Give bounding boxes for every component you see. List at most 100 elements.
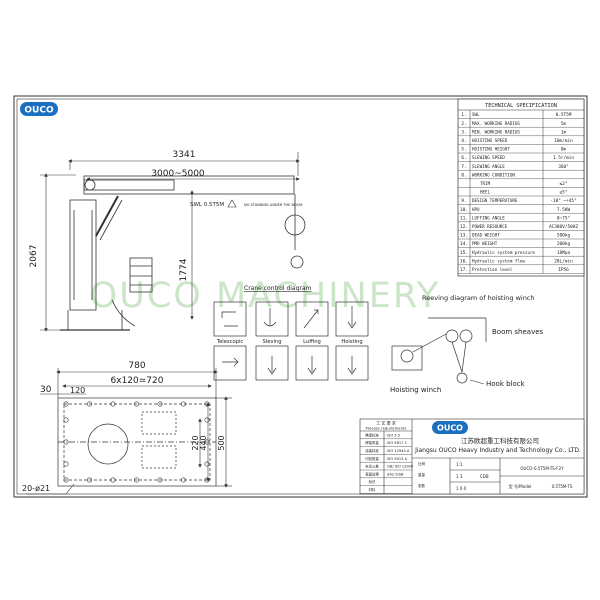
luffing-icon <box>303 309 319 329</box>
spec-row-value: 10m/min <box>554 138 573 144</box>
spec-row-no: 14. <box>460 241 468 247</box>
dim-jib-height-text: 1774 <box>179 258 189 281</box>
spec-row-item: MIN. WORKING RADIUS <box>472 129 520 134</box>
hook <box>290 255 304 269</box>
spec-row-no: 2. <box>461 121 467 127</box>
spec-row-item: Protection level <box>472 267 513 272</box>
spec-row-item: WORKING CONDITION <box>472 172 515 177</box>
control-diagram <box>213 301 369 381</box>
req-value: ISO 9013 A <box>387 457 408 461</box>
spec-row-value: 1m <box>561 129 567 135</box>
req-value: ISO 5817 C <box>387 441 408 445</box>
bolt-hole <box>63 477 69 483</box>
count-a-value: 1 3 <box>456 474 463 479</box>
inner-frame <box>16 98 585 495</box>
bolt-hole <box>87 477 93 483</box>
spec-row-no: 11. <box>460 215 468 221</box>
spec-row-no: 5. <box>461 147 467 153</box>
spec-row-no: 8. <box>461 172 467 178</box>
title-logo-text: OUCO <box>437 424 463 433</box>
bolt-hole <box>63 401 69 407</box>
slewing-icon <box>263 308 277 327</box>
req-label: 涂装标准 <box>365 448 379 453</box>
watermark-text: OUCO MACHINERY <box>90 276 441 316</box>
req-label: 材料 <box>369 487 376 492</box>
spec-row-value: 200kg <box>557 241 571 247</box>
spec-row-item: MAX. WORKING RADIUS <box>472 121 520 126</box>
crane-column <box>69 199 97 311</box>
dim-base-width-text: 780 <box>128 361 145 371</box>
spec-row-item: SWL <box>472 112 480 117</box>
spec-row-item: HOISTING HEIGHT <box>472 147 510 152</box>
bolt-hole <box>204 461 210 467</box>
spec-row-value: 5m <box>561 121 567 127</box>
req-value: ISO 12944 A <box>387 449 410 453</box>
spec-title: TECHNICAL SPECIFICATION <box>485 103 557 109</box>
spec-row-value: 28L/min <box>554 258 573 264</box>
spec-row-value: 0.5T5M <box>556 112 572 118</box>
dim-overall-length <box>68 152 300 176</box>
spec-row-no: 12. <box>460 224 468 230</box>
spec-row-item: HPU <box>472 207 480 212</box>
req-label: 未注公差 <box>365 464 379 469</box>
spec-row-value: -10° ~+45° <box>550 198 576 204</box>
telescopic-icon <box>221 311 238 327</box>
dim-side-b-text: 440 <box>199 435 208 450</box>
bolt-hole <box>63 439 69 445</box>
scale-value: 1:1 <box>456 462 463 467</box>
weight-label: 重量 <box>418 472 426 477</box>
process-cn-text: 工 艺 要 求 <box>376 420 396 426</box>
scale-label: 比例 <box>418 461 426 466</box>
bolt-hole <box>181 477 187 483</box>
hoisting-icon <box>347 306 357 329</box>
crane-winch <box>129 257 153 293</box>
control-label: Telescopic <box>216 339 244 345</box>
control-label: Luffing <box>303 339 321 345</box>
sheave-a <box>445 329 459 343</box>
spec-row-no: 15. <box>460 250 468 256</box>
title-block <box>359 418 585 495</box>
slewing-down-icon <box>267 356 277 375</box>
req-label: 标识 <box>369 479 376 484</box>
sheet-label: 张数 <box>418 483 426 488</box>
spec-row-item: DESIGN TEMPERATURE <box>472 198 518 203</box>
bolt-hole <box>204 417 210 423</box>
bolt-hole <box>110 401 116 407</box>
spec-row-no: 7. <box>461 164 467 170</box>
spec-row-value: 0~75° <box>557 215 570 221</box>
company-cn-text: 江苏欧超重工科技有限公司 <box>461 436 539 445</box>
boom-sheaves-label: Boom sheaves <box>492 328 544 336</box>
hoisting-down-icon <box>347 356 357 375</box>
company-en-text: Jiangsu OUCO Heavy Industry and Technolo… <box>414 447 581 454</box>
spec-row-no: 1. <box>461 112 467 118</box>
hook-block-label: Hook block <box>486 380 526 388</box>
bolt-hole <box>63 461 69 467</box>
spec-row-value: IP56 <box>558 267 569 273</box>
dim-height-text: 2067 <box>29 245 39 268</box>
model-value: 0.5T5M-TS <box>552 484 573 489</box>
spec-row-item: LUFFING ANGLE <box>472 215 505 220</box>
dim-side-c-text: 500 <box>217 435 226 450</box>
spec-row-no: 13. <box>460 233 468 239</box>
spec-row-no: 10. <box>460 207 468 213</box>
req-label: 表面处理 <box>365 471 379 476</box>
dim-edge-first-text: 120 <box>70 386 85 395</box>
spec-row-value: 18Mpa <box>557 250 571 256</box>
control-label: Sleving <box>262 339 281 345</box>
spec-table: TECHNICAL SPECIFICATION 1. SWL 0.5T5M 2. MAX… <box>457 98 585 277</box>
spec-row-item: SLEWING ANGLE <box>472 164 505 169</box>
logo-text: OUCO <box>24 106 54 116</box>
outer-frame <box>13 95 588 498</box>
boom-swl-label: SWL 0.5T5M <box>190 202 224 208</box>
spec-row-no: 16. <box>460 258 468 264</box>
spec-row-no: 3. <box>461 129 467 135</box>
dim-overall-length-text: 3341 <box>173 150 196 160</box>
count-b-value: 1 0 0 <box>456 486 467 491</box>
reeving-diagram <box>391 317 487 384</box>
dim-height <box>40 173 76 332</box>
title-logo: OUCO <box>432 421 468 434</box>
spec-row-value: 8m <box>561 147 567 153</box>
spec-row-item: DEAD WEIGHT <box>472 233 500 238</box>
bolt-hole <box>110 477 116 483</box>
reeving-title: Reeving diagram of hoisting winch <box>422 294 535 302</box>
